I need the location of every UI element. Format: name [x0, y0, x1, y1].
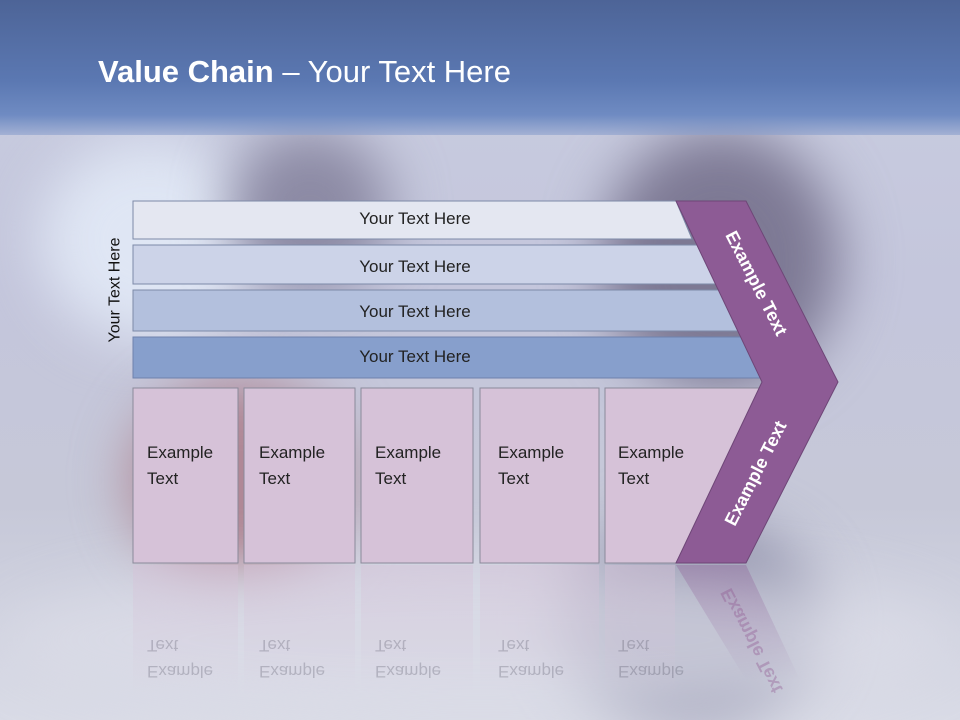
- box-label-2: Example Text: [259, 443, 326, 488]
- primary-box-2: [243, 387, 356, 564]
- primary-box-2-reflection: [244, 565, 355, 695]
- primary-box-3-reflection: [361, 565, 473, 695]
- row-label-1: Your Text Here: [359, 209, 471, 228]
- primary-box-1-reflection: [133, 565, 238, 695]
- box-label-5-reflection: Example Text: [618, 636, 685, 681]
- box-label-4-reflection: Example Text: [498, 636, 565, 681]
- title-rest: – Your Text Here: [273, 54, 511, 89]
- box-label-2-reflection: Example Text: [259, 636, 326, 681]
- primary-box-4: [479, 387, 600, 564]
- box-label-3: Example Text: [375, 443, 442, 488]
- box-label-5: Example Text: [618, 443, 685, 488]
- primary-box-1: [132, 387, 239, 564]
- primary-box-4-reflection: [480, 565, 599, 695]
- box-label-4: Example Text: [498, 443, 565, 488]
- row-label-4: Your Text Here: [359, 347, 471, 366]
- support-row-1: [132, 200, 693, 240]
- row-label-2: Your Text Here: [359, 257, 471, 276]
- box-label-1-reflection: Example Text: [147, 636, 214, 681]
- primary-box-3: [360, 387, 474, 564]
- box-label-1: Example Text: [147, 443, 214, 488]
- title-bar: Value Chain – Your Text Here: [0, 0, 960, 135]
- title-bold: Value Chain: [98, 54, 274, 89]
- box-label-3-reflection: Example Text: [375, 636, 442, 681]
- margin-chevron: [675, 200, 839, 564]
- primary-box-5-reflection: [605, 565, 675, 695]
- margin-chevron-reflection: [676, 565, 800, 680]
- row-label-3: Your Text Here: [359, 302, 471, 321]
- page-title: Value Chain – Your Text Here: [98, 54, 511, 90]
